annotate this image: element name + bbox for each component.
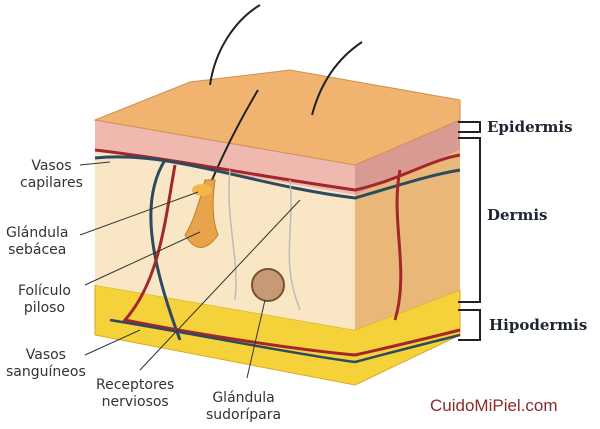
- side-vessel: [393, 169, 403, 321]
- site-credit: CuidoMiPiel.com: [430, 396, 558, 415]
- blood-vessel-vein: [149, 159, 182, 341]
- sweat-gland: [251, 268, 285, 302]
- layer-brackets: [458, 121, 481, 341]
- sebaceous-gland: [192, 184, 212, 196]
- leader-lines: [79, 161, 301, 379]
- dermis-front: [95, 150, 355, 330]
- layer-dermis: Dermis: [487, 206, 548, 224]
- nerve: [228, 169, 237, 301]
- hair-follicle: [184, 179, 219, 248]
- nerve: [288, 179, 301, 311]
- blood-vessel-artery: [122, 164, 461, 357]
- layer-hipodermis: Hipodermis: [489, 316, 588, 334]
- layer-epidermis: Epidermis: [487, 118, 573, 136]
- hair: [311, 41, 363, 116]
- skin-surface: [93, 69, 461, 166]
- hair: [209, 4, 261, 86]
- capillary-vein: [94, 155, 461, 200]
- epidermis-side: [355, 120, 460, 195]
- epidermis-front: [95, 120, 355, 195]
- blood-vessel-vein-lower: [109, 318, 461, 364]
- dermis-side: [355, 150, 460, 330]
